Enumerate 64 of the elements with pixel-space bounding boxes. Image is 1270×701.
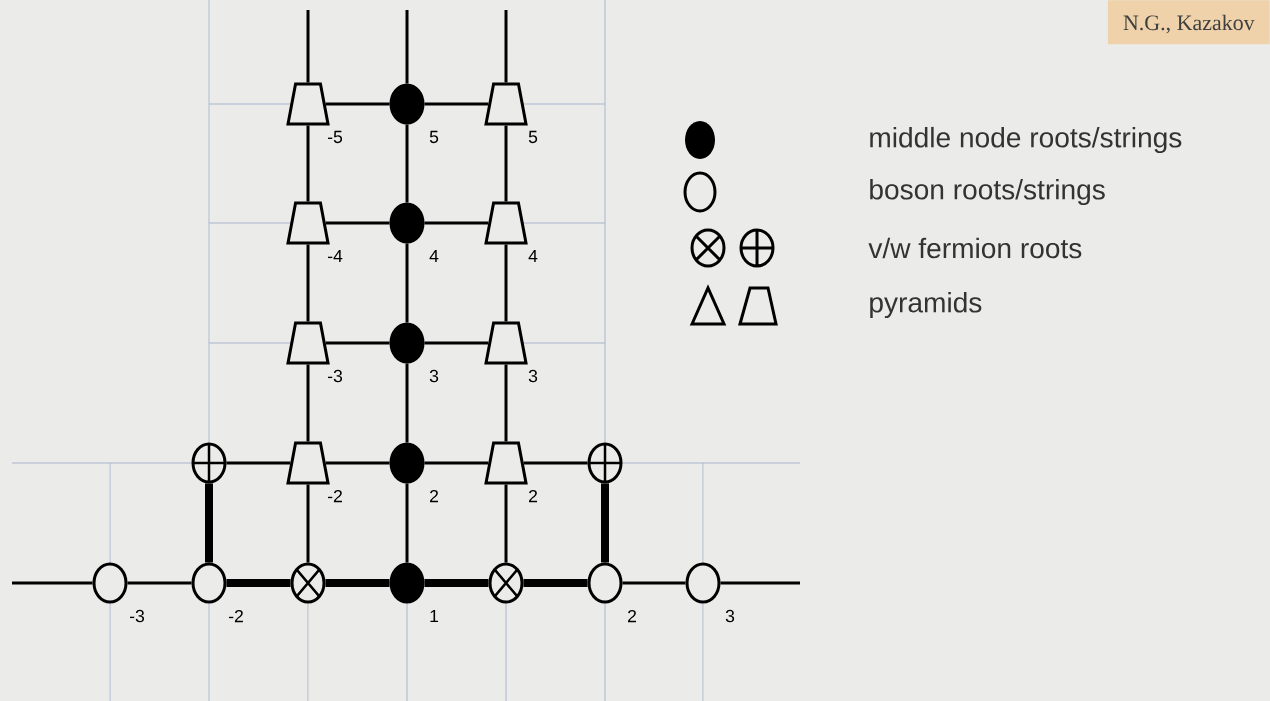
- node-number: 4: [528, 249, 538, 263]
- connector-line: [504, 364, 508, 442]
- connector-line: [504, 125, 508, 202]
- connector-line: [127, 581, 192, 585]
- circle-node: [587, 562, 623, 604]
- connector-line: [523, 461, 588, 465]
- connector-line: [306, 125, 310, 202]
- connector-line: [424, 102, 489, 106]
- node-number: -5: [327, 130, 343, 144]
- node-number: 1: [430, 609, 439, 623]
- connector-line: [226, 461, 291, 465]
- node-number: -4: [327, 249, 343, 263]
- legend-text: pyramids: [870, 291, 982, 319]
- connector-line: [405, 10, 409, 84]
- connector-line: [325, 102, 390, 106]
- node-number: -2: [327, 489, 342, 503]
- connector-line: [325, 341, 390, 345]
- node-number: 4: [429, 249, 439, 263]
- connector-line: [504, 244, 508, 322]
- connector-line: [325, 461, 390, 465]
- connector-line: [405, 124, 409, 203]
- node-number: 2: [529, 489, 538, 503]
- connector-line: [405, 363, 409, 443]
- connector-line: [306, 244, 310, 322]
- circle-node: [685, 562, 721, 604]
- node-number: 2: [628, 609, 637, 623]
- plus-circle-node: [191, 442, 227, 484]
- legend-text: v/w fermion roots: [868, 237, 1082, 259]
- crossed-circle-node: [488, 562, 524, 604]
- connector-line: [306, 484, 310, 563]
- dot-node: [389, 442, 425, 484]
- node-number: 3: [528, 369, 538, 383]
- dot-node: [389, 83, 425, 125]
- node-number: 5: [429, 130, 439, 144]
- node-number: -3: [327, 369, 343, 383]
- dot-node: [389, 202, 425, 244]
- legend-text: middle node roots/strings: [870, 126, 1182, 154]
- connector-line: [405, 483, 409, 563]
- connector-line: [424, 461, 489, 465]
- node-number: 3: [429, 369, 439, 383]
- connector-line: [504, 484, 508, 563]
- connector-line: [424, 221, 489, 225]
- node-number: 3: [725, 609, 735, 623]
- crossed-circle-node: [290, 562, 326, 604]
- plus-circle-node: [587, 442, 623, 484]
- connector-line: [424, 341, 489, 345]
- attribution-label: N.G., Kazakov: [1107, 0, 1270, 45]
- node-number: -2: [228, 609, 243, 623]
- connector-line: [12, 581, 93, 585]
- connector-line: [325, 221, 390, 225]
- legend-text: boson roots/strings: [870, 178, 1105, 206]
- connector-line: [306, 364, 310, 442]
- dot-node: [389, 322, 425, 364]
- connector-line: [504, 10, 508, 83]
- connector-line: [306, 10, 310, 83]
- connector-line: [405, 243, 409, 323]
- dot-node: [389, 562, 425, 604]
- node-number: 2: [430, 489, 438, 503]
- circle-node: [191, 562, 227, 604]
- connector-line: [622, 581, 686, 585]
- node-number: -3: [129, 609, 145, 623]
- connector-line: [720, 581, 800, 585]
- circle-node: [92, 562, 128, 604]
- node-number: 5: [528, 130, 538, 144]
